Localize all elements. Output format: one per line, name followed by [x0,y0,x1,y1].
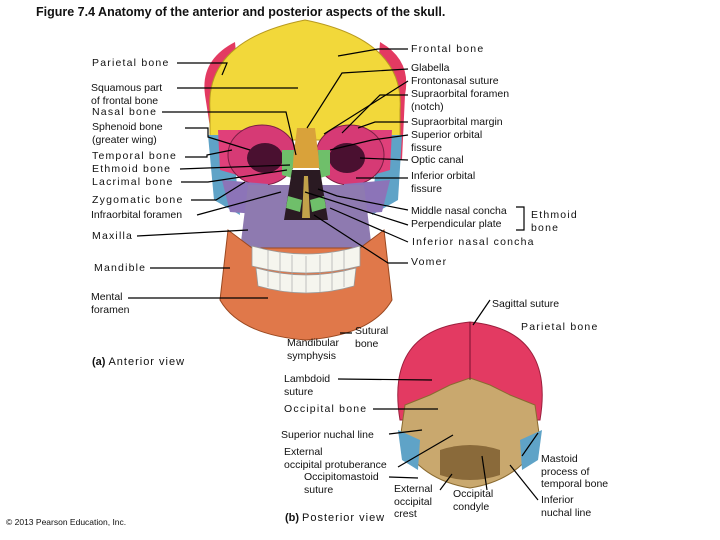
label-mandible: Mandible [94,262,147,274]
posterior-view-name: Posterior view [302,512,386,524]
label-infraorbital-foramen: Infraorbital foramen [91,209,183,221]
anterior-right-leaders [304,48,409,264]
vomer-septum [302,176,310,218]
label-external-occipital-protuberance: External occipital protuberance [284,446,387,471]
label-inferior-nasal-concha: Inferior nasal concha [412,236,535,248]
right-orbit-shadow [329,143,365,173]
label-external-occipital-crest: External occipital crest [394,483,433,520]
posterior-skull [397,321,543,489]
anterior-skull [204,19,407,341]
label-zygomatic-bone: Zygomatic bone [92,194,184,206]
label-occipital-bone: Occipital bone [284,403,368,415]
nasal-concha-right [310,196,326,212]
posterior-view-letter: (b) [285,512,300,524]
posterior-mastoid-left [398,430,420,470]
anterior-view-letter: (a) [92,356,106,368]
anterior-view-name: Anterior view [108,356,186,368]
ethmoid-bracket [516,206,525,231]
label-parietal-bone: Parietal bone [92,57,170,69]
frontal-bone [209,19,401,141]
label-sagittal-suture: Sagittal suture [492,298,560,310]
posterior-leaders [337,299,539,501]
figure-title: Figure 7.4 Anatomy of the anterior and p… [36,5,446,19]
label-ethmoid-group: Ethmoid bone [531,209,578,234]
nasal-concha-left [286,196,302,212]
label-squamous-frontal: Squamous part of frontal bone [91,82,163,107]
label-glabella: Glabella [411,62,450,74]
posterior-mastoid-right [520,430,542,470]
label-sphenoid-bone: Sphenoid bone (greater wing) [92,121,163,146]
label-optic-canal: Optic canal [411,154,464,166]
label-vomer: Vomer [411,256,448,268]
anterior-left-leaders [128,62,298,299]
label-frontonasal-suture: Frontonasal suture [411,75,499,87]
label-mandibular-symphysis: Mandibular symphysis [287,337,339,362]
label-posterior-parietal-bone: Parietal bone [521,321,599,333]
label-frontal-bone: Frontal bone [411,43,485,55]
lacrimal-ethmoid-left [282,150,294,178]
label-sutural-bone: Sutural bone [355,325,389,350]
label-superior-orbital-fissure: Superior orbital fissure [411,129,483,154]
label-temporal-bone: Temporal bone [92,150,178,162]
nasal-bone [292,128,320,168]
lacrimal-ethmoid-right [318,150,330,178]
label-superior-nuchal-line: Superior nuchal line [281,429,374,441]
anterior-view-caption: (a)Anterior view [92,356,185,368]
label-perpendicular-plate: Perpendicular plate [411,218,502,230]
label-nasal-bone: Nasal bone [92,106,158,118]
label-maxilla: Maxilla [92,230,134,242]
label-middle-nasal-concha: Middle nasal concha [411,205,507,217]
label-inferior-nuchal-line: Inferior nuchal line [541,494,592,519]
label-lacrimal-bone: Lacrimal bone [92,176,174,188]
label-inferior-orbital-fissure: Inferior orbital fissure [411,170,476,195]
posterior-view-caption: (b)Posterior view [285,512,385,524]
label-occipital-condyle: Occipital condyle [453,488,494,513]
label-supraorbital-foramen: Supraorbital foramen (notch) [411,88,510,113]
left-orbit-shadow [247,143,283,173]
label-supraorbital-margin: Supraorbital margin [411,116,503,128]
label-mental-foramen: Mental foramen [91,291,130,316]
label-occipitomastoid-suture: Occipitomastoid suture [304,471,379,496]
copyright-notice: © 2013 Pearson Education, Inc. [6,517,127,527]
label-mastoid-process: Mastoid process of temporal bone [541,453,609,490]
label-lambdoid-suture: Lambdoid suture [284,373,331,398]
posterior-condyle-region [440,445,500,480]
label-ethmoid-bone: Ethmoid bone [92,163,172,175]
